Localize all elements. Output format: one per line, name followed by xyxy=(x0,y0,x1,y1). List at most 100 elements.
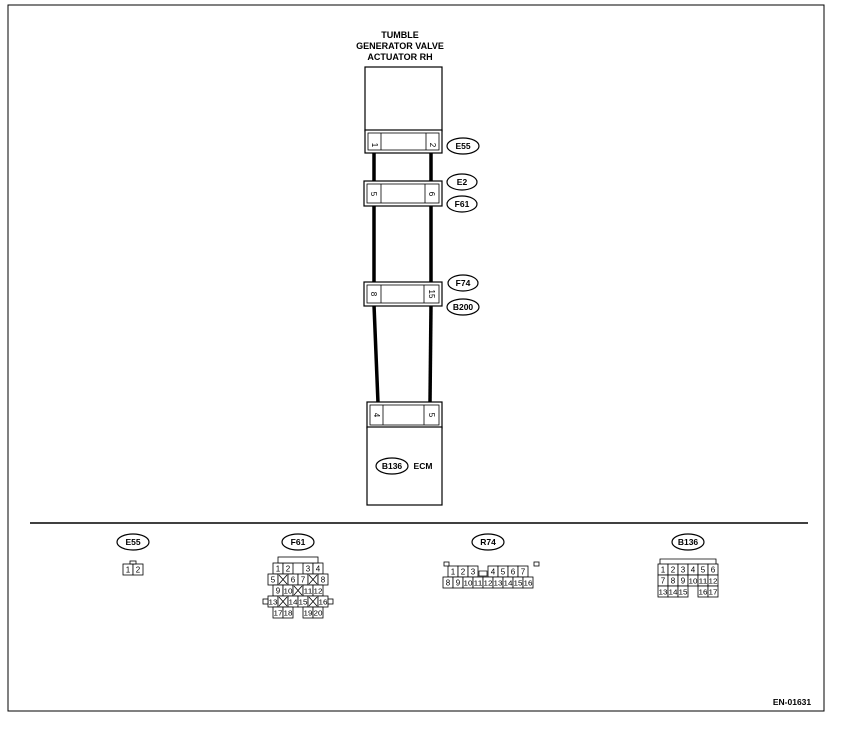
pin-number: 6 xyxy=(711,566,716,575)
connector-e2-f61: 5 6 xyxy=(363,180,443,207)
pin-cell: 15 xyxy=(677,585,689,598)
pin-e55-2: 2 xyxy=(428,143,437,148)
pin-number: 12 xyxy=(709,579,718,586)
pin-cell: 10 xyxy=(462,576,474,589)
connector-view-badge: R74 xyxy=(471,533,505,551)
connector-view-badge-text: R74 xyxy=(480,537,496,547)
pin-cell: 11 xyxy=(302,584,314,597)
connector-view-badge-text: F61 xyxy=(291,537,306,547)
side-tab xyxy=(327,598,334,605)
pin-cell: 7 xyxy=(657,574,669,587)
pin-number: 5 xyxy=(701,566,706,575)
pin-number: 9 xyxy=(276,587,281,596)
pin-cell xyxy=(307,573,319,586)
pin-number: 3 xyxy=(471,568,476,577)
actuator-label-line-3: ACTUATOR RH xyxy=(367,52,432,62)
pin-number: 18 xyxy=(284,611,293,618)
pin-cell: 1 xyxy=(657,563,669,576)
pin-cell: 2 xyxy=(457,565,469,578)
pin-number: 4 xyxy=(316,565,321,574)
pin-number: 11 xyxy=(699,579,708,586)
pin-number: 17 xyxy=(709,590,718,597)
pin-number: 19 xyxy=(304,611,313,618)
pin-number: 9 xyxy=(681,577,686,586)
pin-number: 13 xyxy=(659,590,668,597)
pin-cell: 10 xyxy=(282,584,294,597)
pin-cell: 3 xyxy=(677,563,689,576)
pin-number: 8 xyxy=(446,579,451,588)
connector-view-badge-text: E55 xyxy=(125,537,140,547)
actuator-label-line-2: GENERATOR VALVE xyxy=(356,41,444,51)
pin-cell: 4 xyxy=(487,565,499,578)
badge-b200-text: B200 xyxy=(453,302,474,312)
latch xyxy=(277,556,319,564)
connector-e55: 1 2 xyxy=(364,129,443,154)
badge-f74: F74 xyxy=(447,274,479,292)
pin-cell xyxy=(277,595,289,608)
pin-number: 20 xyxy=(314,611,323,618)
pin-cell: 1 xyxy=(122,563,134,576)
pin-cell: 16 xyxy=(697,585,709,598)
pin-cell: 6 xyxy=(287,573,299,586)
pin-cell xyxy=(307,595,319,608)
pin-number: 11 xyxy=(474,581,483,588)
pin-cell: 14 xyxy=(667,585,679,598)
badge-e2-text: E2 xyxy=(457,177,468,187)
pin-ecm-5: 5 xyxy=(427,413,436,418)
pin-cell xyxy=(478,570,488,577)
pin-cell: 13 xyxy=(267,595,279,608)
pin-cell: 2 xyxy=(282,562,294,575)
harness-wires xyxy=(372,152,433,404)
pin-number: 7 xyxy=(301,576,306,585)
side-tab xyxy=(262,598,269,605)
pin-f74-15: 15 xyxy=(427,290,436,299)
pin-cell: 8 xyxy=(317,573,329,586)
pin-cell: 5 xyxy=(497,565,509,578)
pin-number: 7 xyxy=(661,577,666,586)
pin-cell: 1 xyxy=(272,562,284,575)
pin-cell: 12 xyxy=(312,584,324,597)
connector-view-badge: F61 xyxy=(281,533,315,551)
badge-e55-text: E55 xyxy=(455,141,470,151)
pin-cell: 8 xyxy=(442,576,454,589)
pin-number: 10 xyxy=(689,579,698,586)
badge-b136-ecm: B136 xyxy=(375,457,409,475)
pin-number: 4 xyxy=(691,566,696,575)
pin-cell: 3 xyxy=(467,565,479,578)
pin-number: 13 xyxy=(494,581,503,588)
pin-cell: 14 xyxy=(287,595,299,608)
pin-number: 15 xyxy=(514,581,523,588)
pin-e55-1: 1 xyxy=(370,143,379,148)
pin-number: 1 xyxy=(126,566,131,575)
pin-number: 12 xyxy=(484,581,493,588)
pin-number: 1 xyxy=(276,565,281,574)
connector-view-badge: E55 xyxy=(116,533,150,551)
pin-cell: 20 xyxy=(312,606,324,619)
pin-number: 14 xyxy=(504,581,513,588)
latch xyxy=(533,561,540,567)
pin-cell: 6 xyxy=(707,563,719,576)
pin-cell: 15 xyxy=(297,595,309,608)
pin-cell: 8 xyxy=(667,574,679,587)
pin-cell: 18 xyxy=(282,606,294,619)
pin-cell: 13 xyxy=(657,585,669,598)
pin-cell: 2 xyxy=(132,563,144,576)
badge-f61: F61 xyxy=(446,195,478,213)
pin-number: 7 xyxy=(521,568,526,577)
pin-cell: 16 xyxy=(317,595,329,608)
pin-number: 10 xyxy=(464,581,473,588)
pin-cell: 12 xyxy=(482,576,494,589)
pin-number: 1 xyxy=(451,568,456,577)
pin-cell: 15 xyxy=(512,576,524,589)
pin-number: 2 xyxy=(136,566,141,575)
badge-b200: B200 xyxy=(446,298,480,316)
pin-number: 14 xyxy=(669,590,678,597)
pin-number: 5 xyxy=(501,568,506,577)
pin-cell: 9 xyxy=(272,584,284,597)
pin-f74-8: 8 xyxy=(369,292,378,297)
pin-number: 9 xyxy=(456,579,461,588)
pin-ecm-4: 4 xyxy=(372,413,381,418)
pin-cell: 9 xyxy=(452,576,464,589)
pin-number: 8 xyxy=(321,576,326,585)
